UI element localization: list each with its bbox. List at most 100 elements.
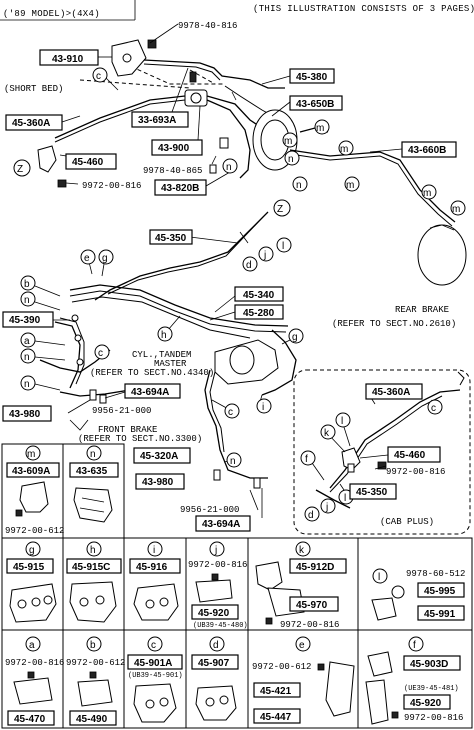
cell-d: d 45-907 [191, 636, 239, 721]
cell-l: l 9978-60-512 45-995 45-991 [371, 568, 465, 621]
part-43-900: 43-900 [158, 143, 190, 154]
part-43-980-mid-2: 43-980 [142, 477, 174, 488]
cyl-master: MASTER [154, 359, 187, 369]
cell-f-part1: 45-903D [410, 659, 448, 670]
cell-b-part: 45-490 [76, 714, 108, 725]
cell-e-letter: e [299, 640, 305, 651]
cell-l-part2: 45-991 [424, 609, 456, 620]
cell-m-part: 43-609A [12, 466, 50, 477]
cab-callout-l-2: l [344, 493, 346, 504]
part-45-360A: 45-360A [12, 118, 50, 129]
cell-f-part2: 45-920 [410, 698, 442, 709]
callout-n-2: n [226, 162, 232, 173]
cell-k-bolt: 9972-00-816 [280, 620, 339, 630]
callout-n-mid-1: n [24, 295, 30, 306]
cell-n: n 43-635 [69, 445, 119, 523]
cell-h-part: 45-915C [72, 562, 110, 573]
cell-k: k 45-912D 45-970 9972-00-816 [255, 541, 347, 630]
cell-j-part: 45-920 [198, 608, 230, 619]
part-43-980-mid: 43-980 [9, 409, 41, 420]
cell-b: b 9972-00-612 45-490 [66, 636, 125, 726]
cab-callout-k: k [324, 428, 330, 439]
callout-n-1: n [288, 154, 294, 165]
callout-n-mid-4: n [230, 456, 236, 467]
cell-e-part2: 45-447 [260, 712, 292, 723]
mid-assembly-drawing [39, 211, 467, 489]
callout-z-mid: Z [277, 204, 283, 215]
clip-45-490-icon [77, 679, 113, 707]
cell-h-letter: h [90, 545, 96, 556]
callout-c-mid: c [98, 348, 103, 359]
cell-j-sub: (UB39-45-480) [193, 622, 248, 630]
bolt-9978-40-816: 9978-40-816 [178, 21, 237, 31]
cab-callout-d: d [308, 510, 314, 521]
cab-callout-j: j [325, 502, 328, 513]
cell-k-letter: k [299, 545, 305, 556]
part-45-460: 45-460 [72, 157, 104, 168]
cell-f: f 45-903D (UE39-45-481) 45-920 9972-00-8… [365, 636, 463, 725]
rear-brake-ref: (REFER TO SECT.NO.2610) [332, 319, 456, 329]
clip-45-991-icon [371, 597, 397, 621]
clip-45-915C-icon [69, 581, 117, 623]
cell-d-letter: d [213, 640, 219, 651]
cell-b-bolt: 9972-00-612 [66, 658, 125, 668]
cab-plus-label: (CAB PLUS) [380, 517, 434, 527]
callout-a-mid: a [24, 336, 30, 347]
callout-h-mid: h [161, 330, 167, 341]
callout-m-1: m [316, 123, 324, 134]
callout-b-mid: b [24, 279, 30, 290]
clip-43-635-icon [73, 487, 113, 523]
part-43-910-box [39, 49, 99, 66]
callout-m-4: m [346, 180, 354, 191]
cell-l-part1: 45-995 [424, 586, 456, 597]
callout-g-mid: g [102, 253, 108, 264]
part-45-390: 45-390 [9, 315, 41, 326]
callout-c-top: c [96, 71, 101, 82]
clip-45-470-icon [13, 677, 53, 705]
clip-45-912D-icon [255, 561, 283, 591]
callout-j-mid: j [263, 250, 266, 261]
parts-grid [1, 443, 473, 729]
cell-a-part: 45-470 [14, 714, 46, 725]
cell-m-letter: m [27, 449, 35, 460]
cab-part-45-350: 45-350 [356, 487, 388, 498]
cell-e: e 9972-00-612 45-421 45-447 [252, 636, 355, 724]
cab-bolt-9972-00-816: 9972-00-816 [386, 467, 445, 477]
clip-45-907-icon [195, 685, 237, 721]
callout-d-mid: d [246, 260, 252, 271]
cell-g-part: 45-915 [13, 562, 45, 573]
cab-plus-frame [293, 369, 471, 535]
model-label: ('89 MODEL)>(4X4) [3, 9, 100, 19]
part-45-350-mid: 45-350 [155, 233, 187, 244]
grommet-45-995-icon [391, 585, 405, 599]
callout-n-mid-2: n [24, 352, 30, 363]
cell-g-letter: g [29, 545, 35, 556]
cell-i: i 45-916 [129, 541, 181, 621]
cell-m: m 43-609A 9972-00-612 [5, 445, 64, 536]
callout-n-3: n [296, 180, 302, 191]
bolt-9972-00-816-top: 9972-00-816 [82, 181, 141, 191]
clamp-43-609A-icon [19, 481, 49, 513]
callout-c-mid-2: c [228, 407, 233, 418]
cell-e-part1: 45-421 [260, 686, 292, 697]
cell-c-sub: (UB39-45-901) [128, 672, 183, 680]
cell-i-letter: i [153, 545, 155, 556]
part-43-820B: 43-820B [161, 183, 199, 194]
callout-n-mid-3: n [24, 379, 30, 390]
cell-c: c 45-901A (UB39-45-901) [127, 636, 183, 723]
front-brake-title: FRONT BRAKE [98, 425, 157, 435]
callout-m-3: m [340, 144, 348, 155]
callout-l-mid: l [282, 241, 284, 252]
bolt-9956-21-000-1: 9956-21-000 [92, 406, 151, 416]
part-43-910: 43-910 [52, 54, 84, 65]
callout-m-6: m [452, 204, 460, 215]
cell-l-bolt: 9978-60-512 [406, 569, 465, 579]
cell-e-bolt: 9972-00-612 [252, 662, 311, 672]
cell-i-part: 45-916 [136, 562, 168, 573]
cell-a-letter: a [29, 640, 35, 651]
part-43-694A-mid-2: 43-694A [202, 519, 240, 530]
callout-m-5: m [423, 188, 431, 199]
callout-e-mid: e [84, 253, 90, 264]
part-45-320A: 45-320A [140, 451, 178, 462]
